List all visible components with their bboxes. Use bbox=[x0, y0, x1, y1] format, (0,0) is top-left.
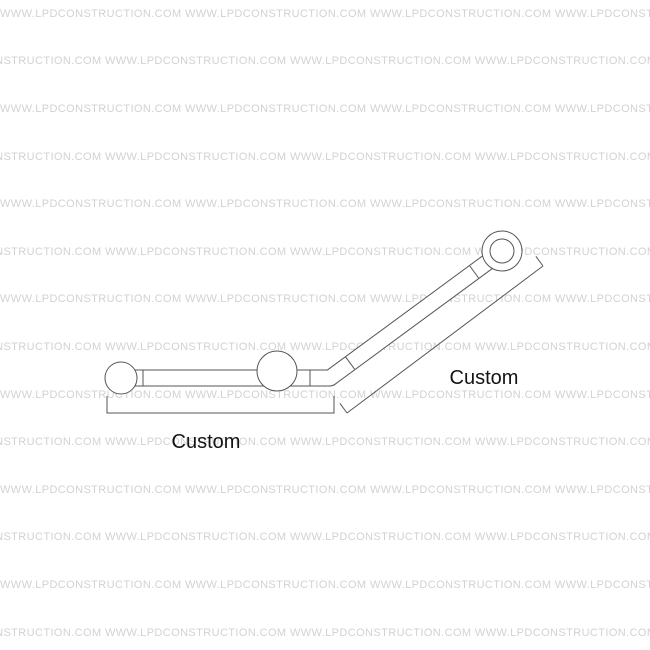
top-end-flange-inner bbox=[489, 238, 515, 264]
joint-tick bbox=[345, 356, 356, 370]
middle-mount-flange bbox=[256, 350, 298, 392]
dimension-lines bbox=[106, 256, 544, 414]
angled-dimension-label: Custom bbox=[450, 367, 519, 389]
horizontal-dimension-label: Custom bbox=[172, 431, 241, 453]
angled-dimension-line bbox=[339, 256, 544, 414]
horizontal-dimension-line bbox=[106, 396, 335, 414]
tube-outline bbox=[121, 246, 506, 387]
dimension-end-tick bbox=[535, 256, 544, 267]
tube-fill bbox=[121, 246, 505, 386]
joint-tick bbox=[469, 265, 480, 279]
mounting-flanges bbox=[104, 230, 523, 395]
grab-bar-tube bbox=[121, 246, 506, 387]
left-end-flange bbox=[104, 361, 138, 395]
dimension-end-tick bbox=[339, 403, 348, 414]
